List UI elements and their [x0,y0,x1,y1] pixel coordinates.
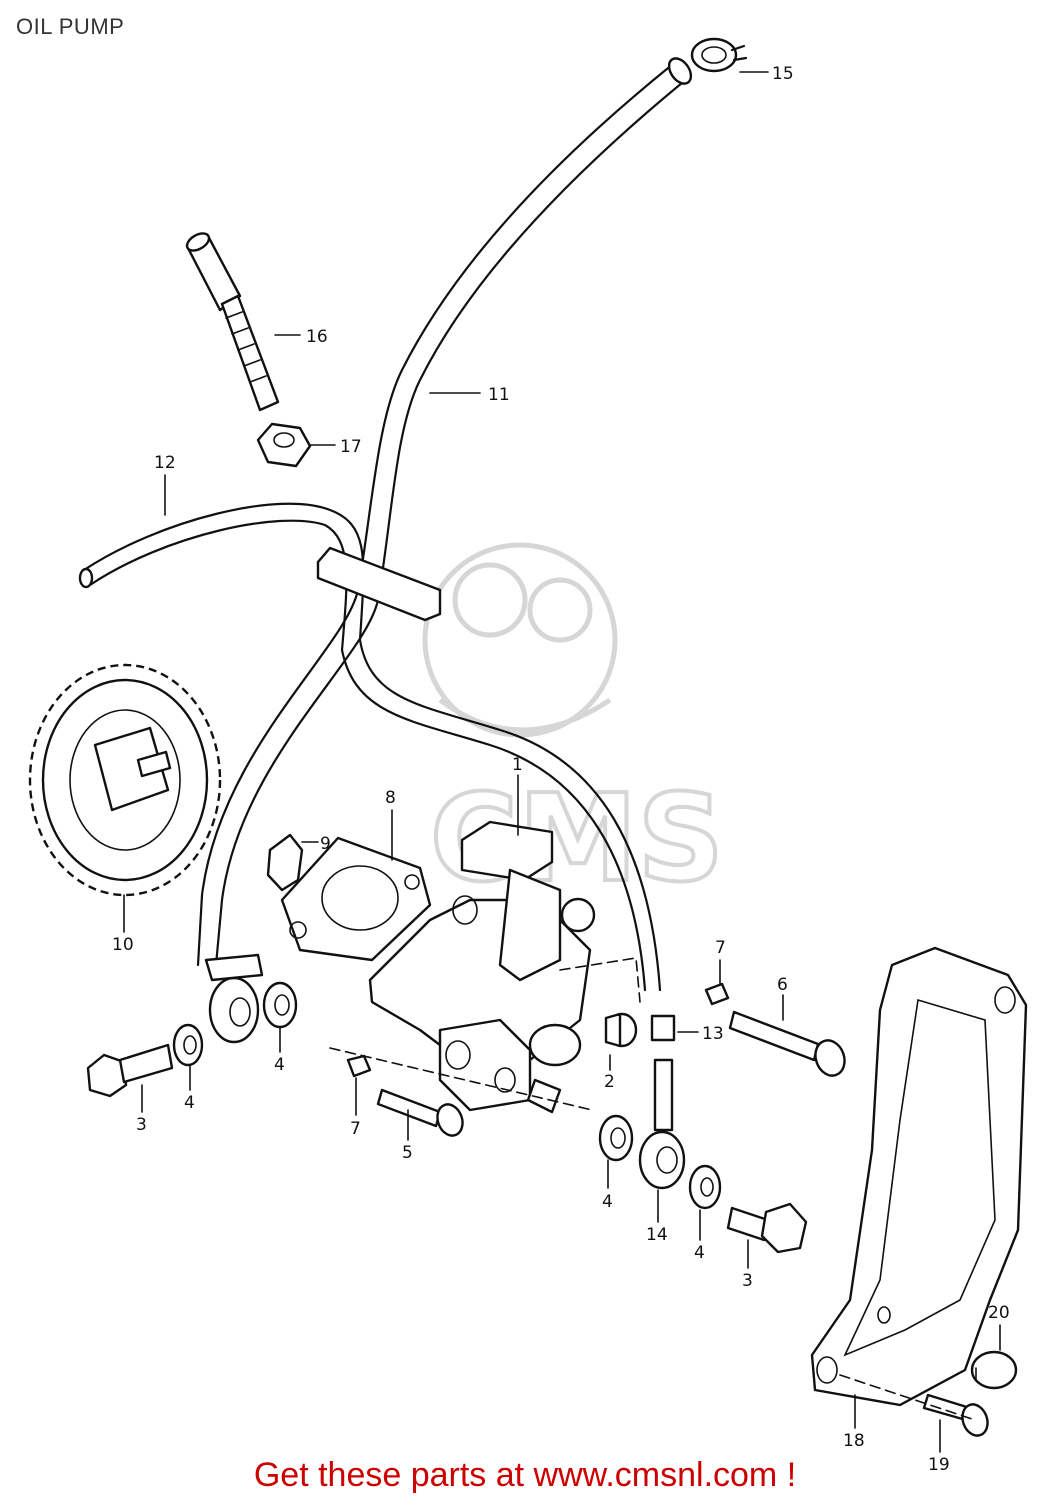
callout-7-left: 7 [350,1119,361,1139]
left-banjo-fitting [204,953,264,1044]
part-19-screw [922,1393,989,1437]
callout-17: 17 [340,437,362,457]
part-18-pump-cover [810,946,1028,1407]
callout-16: 16 [306,327,328,347]
callout-6: 6 [777,975,788,995]
part-2-plug [604,1012,638,1048]
callout-numbers: 15 16 17 11 12 1 8 9 10 7 6 13 2 7 5 4 4… [112,64,1010,1475]
part-13-nipple [650,1014,676,1042]
part-3-union-bolt-right [726,1202,808,1254]
page-title: OIL PUMP [16,14,125,39]
callout-4-a: 4 [274,1055,285,1075]
callout-5: 5 [402,1143,413,1163]
callout-3-right: 3 [742,1271,753,1291]
part-1-oil-pump [368,820,596,1114]
callout-10: 10 [112,935,134,955]
part-17-nut [256,422,312,468]
part-4-washers [172,981,722,1210]
callout-4-c: 4 [602,1192,613,1212]
parts-link-banner[interactable]: Get these parts at www.cmsnl.com ! [253,1456,797,1494]
part-15-clip [690,37,748,73]
part-6-screw [728,1010,846,1077]
callout-4-d: 4 [694,1243,705,1263]
part-10-pump-gear [28,663,222,897]
callout-8: 8 [385,788,396,808]
callout-2: 2 [604,1072,615,1092]
part-3-union-bolt-left [86,1043,174,1098]
hose-clamp-bracket [316,546,442,622]
callout-13: 13 [702,1024,724,1044]
callout-leaders [123,71,1001,1453]
part-12-oil-hose [78,502,662,992]
callout-20: 20 [988,1303,1010,1323]
part-11-oil-hose [196,57,693,967]
callout-1: 1 [512,755,523,775]
part-8-gasket [280,836,432,962]
callout-11: 11 [488,385,510,405]
callout-4-b: 4 [184,1093,195,1113]
callout-3-left: 3 [136,1115,147,1135]
part-14-banjo-fitting [638,1058,686,1190]
callout-18: 18 [843,1431,865,1451]
callout-9: 9 [320,834,331,854]
callout-14: 14 [646,1225,668,1245]
part-5-screw [376,1088,464,1137]
part-16-adjust-bolt [185,232,280,412]
callout-15: 15 [772,64,794,84]
part-20-cap [970,1350,1018,1390]
part-7-washers [346,982,730,1078]
callout-19: 19 [928,1455,950,1475]
callout-7-right: 7 [715,938,726,958]
callout-12: 12 [154,453,176,473]
part-9-pin [266,833,304,892]
